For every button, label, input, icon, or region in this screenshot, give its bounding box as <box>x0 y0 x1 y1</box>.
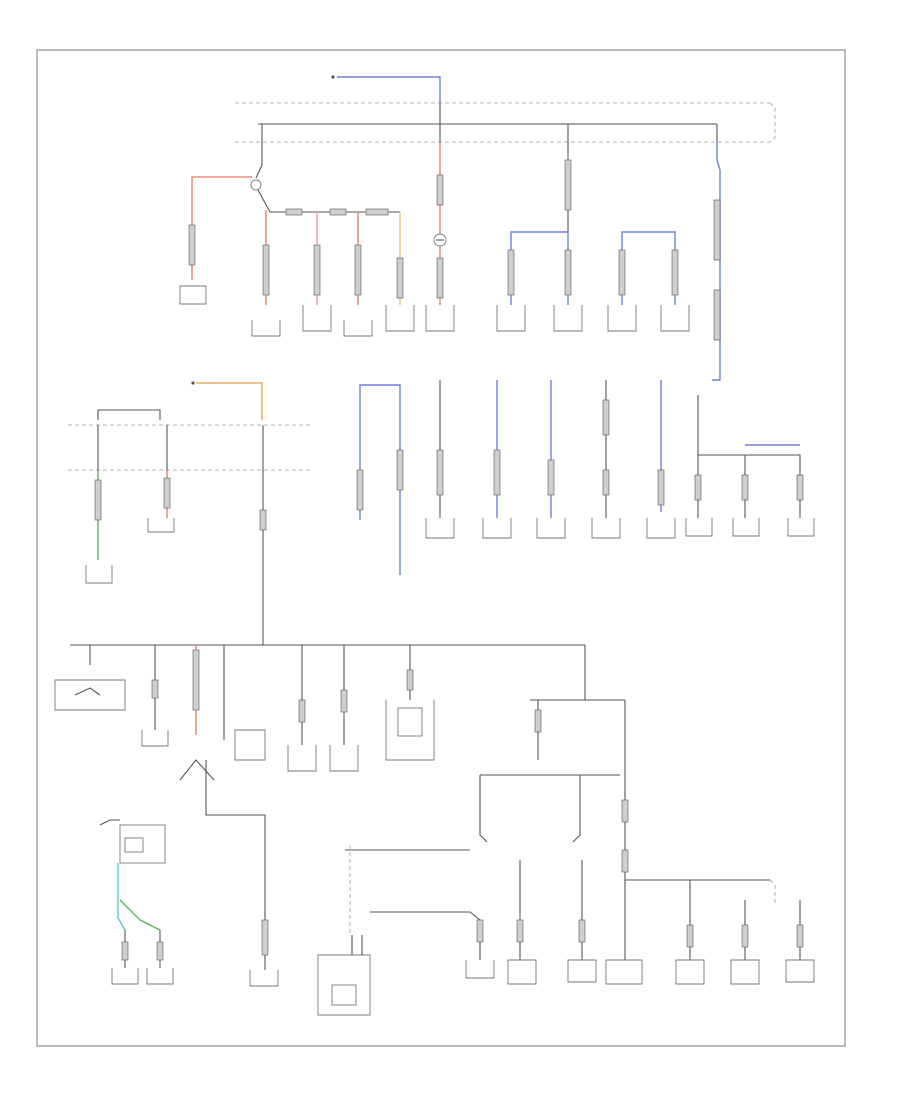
emission-sensor-box <box>785 959 815 983</box>
transmission-range-sensor-2-box <box>730 959 760 985</box>
oxygen-sensor-2-box <box>567 959 597 983</box>
stop-lamp-switch-box <box>496 305 526 332</box>
middle-left-bus <box>68 381 310 645</box>
diagram-frame <box>36 49 846 1047</box>
blower-motor-relay-box <box>591 518 621 539</box>
middle-drops <box>356 380 665 575</box>
daytime-lamp-module-box <box>553 305 583 332</box>
upper-connectors <box>188 159 721 341</box>
upper-components <box>179 285 690 337</box>
transmission-control-box <box>425 518 455 539</box>
right-middle-tree <box>685 395 815 537</box>
rear-defog-relay-box <box>343 320 373 337</box>
left-headlamp-box <box>111 968 139 985</box>
wiper-motor-box <box>54 679 126 711</box>
fuse-drops <box>261 124 718 142</box>
headlamp-switch-box <box>141 730 169 747</box>
oxygen-sensor-3-box <box>675 959 705 985</box>
horn-relay-box <box>251 320 281 337</box>
instrument-cluster-box <box>660 305 690 332</box>
cooling-fan-relay-box <box>385 305 415 332</box>
shift-solenoid-box <box>482 518 512 539</box>
top-feed <box>235 75 776 143</box>
brake-switch-box <box>425 305 455 332</box>
radio-module-box <box>607 305 637 332</box>
oxygen-sensor-1-box <box>465 960 495 979</box>
fuel-injector-module-box <box>646 518 676 539</box>
ground-relay-box <box>234 729 266 761</box>
upper-right-circuits <box>510 142 721 381</box>
powertrain-module-box <box>85 565 113 584</box>
transmission-range-sensor-1-box <box>507 959 537 985</box>
fuse-box-headlamps <box>99 819 174 985</box>
powertrain-control-module-box <box>605 959 643 985</box>
ignition-switch-relay-box <box>302 305 332 332</box>
fuse-block-module-box <box>287 745 317 772</box>
starter-motor-box <box>249 970 279 987</box>
right-headlamp-box <box>146 968 174 985</box>
lower-left-area <box>54 644 585 987</box>
lower-right-area <box>317 645 815 1016</box>
fuel-pump-relay-box <box>179 285 207 305</box>
abs-module-box <box>536 518 566 539</box>
middle-components <box>425 518 676 539</box>
air-bag-module-box <box>147 518 175 533</box>
middle-left-components <box>85 518 175 584</box>
